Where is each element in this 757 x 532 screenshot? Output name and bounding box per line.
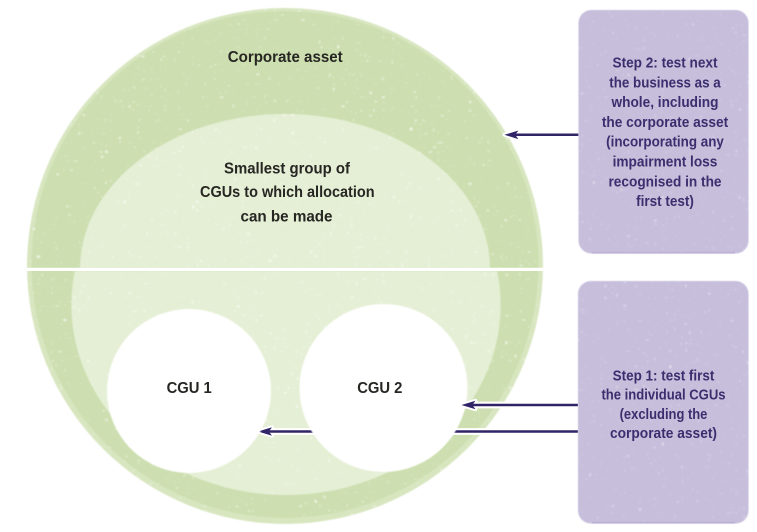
- svg-text:Step 2: test next: Step 2: test next: [613, 55, 718, 72]
- svg-text:recognised in the: recognised in the: [609, 173, 722, 190]
- svg-text:the individual CGUs: the individual CGUs: [601, 387, 725, 404]
- svg-text:the business as a: the business as a: [609, 74, 721, 91]
- svg-text:CGU 2: CGU 2: [357, 380, 402, 397]
- svg-text:Smallest group of: Smallest group of: [224, 161, 351, 178]
- svg-text:whole, including: whole, including: [611, 94, 719, 111]
- svg-text:corporate asset): corporate asset): [610, 425, 717, 442]
- svg-text:(excluding the: (excluding the: [620, 406, 708, 423]
- svg-text:Step 1: test first: Step 1: test first: [613, 367, 715, 384]
- svg-text:the corporate asset: the corporate asset: [602, 114, 728, 131]
- svg-text:first test): first test): [636, 193, 694, 210]
- svg-text:CGU 1: CGU 1: [167, 380, 213, 397]
- svg-text:(incorporating any: (incorporating any: [606, 134, 724, 151]
- svg-text:can be made: can be made: [241, 209, 333, 226]
- svg-text:impairment loss: impairment loss: [613, 154, 718, 171]
- svg-text:CGUs to which allocation: CGUs to which allocation: [200, 184, 375, 201]
- svg-text:Corporate asset: Corporate asset: [228, 49, 343, 66]
